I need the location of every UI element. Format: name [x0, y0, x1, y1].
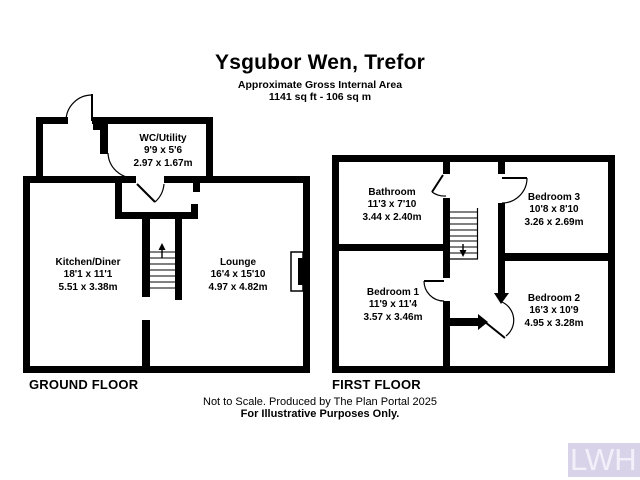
lounge-recess-block: [298, 258, 307, 285]
room-dims-metric: 3.57 x 3.46m: [363, 311, 423, 323]
room-label-kitchen-diner: Kitchen/Diner 18'1 x 11'1 5.51 x 3.38m: [28, 257, 148, 294]
room-name: WC/Utility: [139, 133, 187, 144]
room-dims-imperial: 9'9 x 5'6: [143, 145, 183, 157]
wc-lobby-door-arc: [107, 152, 136, 179]
room-dims-imperial: 10'8 x 8'10: [529, 204, 579, 216]
room-dims-imperial: 11'3 x 7'10: [367, 199, 417, 211]
page-title: Ysgubor Wen, Trefor: [215, 51, 425, 74]
ground-stairs-arrowhead: [158, 243, 166, 250]
room-dims-imperial: 16'4 x 15'10: [210, 269, 266, 281]
room-dims-metric: 4.95 x 3.28m: [524, 317, 584, 329]
room-label-lounge: Lounge 16'4 x 15'10 4.97 x 4.82m: [178, 257, 298, 294]
watermark-badge: LWH: [568, 443, 640, 477]
footer-note: Not to Scale. Produced by The Plan Porta…: [203, 396, 437, 408]
room-dims-imperial: 16'3 x 10'9: [529, 305, 579, 317]
bathroom-door-leaf: [431, 174, 444, 193]
room-name: Bedroom 3: [527, 192, 581, 203]
bedroom1-door-arc: [423, 280, 445, 302]
room-name: Bathroom: [368, 187, 416, 198]
bedroom3-door-arc: [501, 177, 528, 204]
first-stairs-arrowhead: [459, 250, 467, 257]
first-stairs-border: [450, 208, 479, 260]
entrance-door-arc: [65, 94, 93, 121]
bedroom2-door-arc: [501, 301, 515, 337]
ground-floor-walls: [23, 117, 310, 373]
wc-hall-door-leaf: [136, 183, 156, 203]
room-label-bedroom-1: Bedroom 1 11'9 x 11'4 3.57 x 3.46m: [333, 287, 453, 324]
room-label-bedroom-2: Bedroom 2 16'3 x 10'9 4.95 x 3.28m: [494, 293, 614, 330]
room-dims-metric: 5.51 x 3.38m: [58, 281, 118, 293]
page-subtitle: Approximate Gross Internal Area: [237, 79, 403, 91]
hall-wall-end-arrow: [494, 293, 509, 304]
ground-floor-label: GROUND FLOOR: [29, 377, 139, 392]
first-floor-label: FIRST FLOOR: [332, 377, 421, 392]
gross-internal-area: 1141 sq ft - 106 sq m: [268, 91, 372, 103]
room-dims-imperial: 11'9 x 11'4: [368, 299, 418, 311]
room-dims-metric: 3.44 x 2.40m: [362, 211, 422, 223]
bedroom2-door-leaf: [484, 321, 506, 339]
bathroom-door-arc: [431, 191, 447, 197]
room-label-wc-utility: WC/Utility 9'9 x 5'6 2.97 x 1.67m: [103, 133, 223, 170]
room-dims-imperial: 18'1 x 11'1: [63, 269, 113, 281]
room-label-bathroom: Bathroom 11'3 x 7'10 3.44 x 2.40m: [332, 187, 452, 224]
footer-disclaimer: For Illustrative Purposes Only.: [240, 408, 400, 420]
room-name: Kitchen/Diner: [55, 257, 121, 268]
room-dims-metric: 3.26 x 2.69m: [524, 216, 584, 228]
room-label-bedroom-3: Bedroom 3 10'8 x 8'10 3.26 x 2.69m: [494, 192, 614, 229]
room-dims-metric: 4.97 x 4.82m: [208, 281, 268, 293]
room-dims-metric: 2.97 x 1.67m: [133, 157, 193, 169]
room-name: Lounge: [219, 257, 257, 268]
room-name: Bedroom 1: [366, 287, 420, 298]
bedroom2-wall-end-arrow: [478, 314, 488, 330]
room-name: Bedroom 2: [527, 293, 581, 304]
wc-hall-door-arc: [154, 183, 165, 203]
